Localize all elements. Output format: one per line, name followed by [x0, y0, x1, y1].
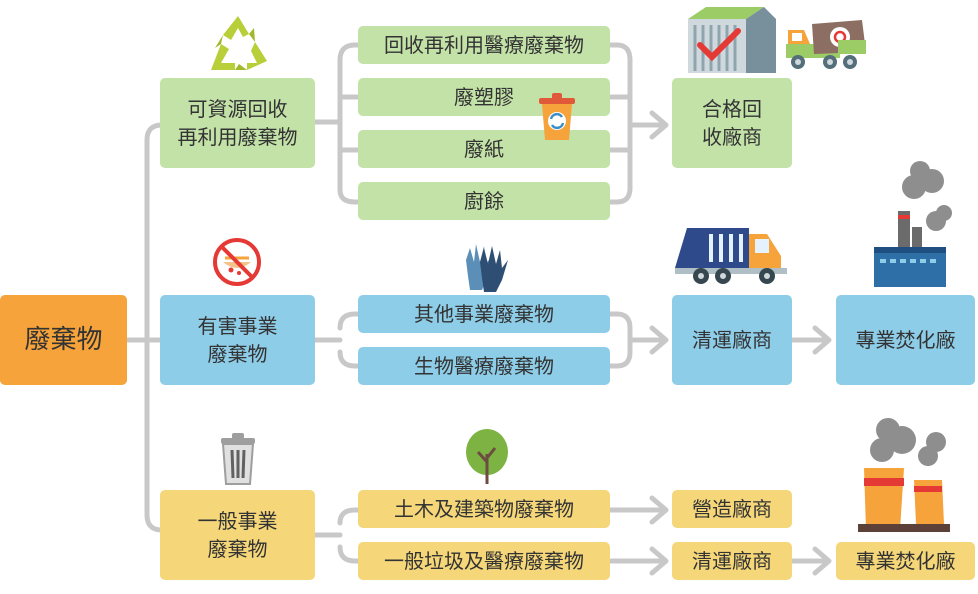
- recycle-icon: [211, 16, 267, 70]
- handler-hazardous-incinerator: 專業焚化廠: [836, 295, 975, 385]
- category-hazardous: 有害事業 廢棄物: [160, 295, 315, 385]
- hazardous-item: 其他事業廢棄物: [358, 295, 610, 333]
- root-waste-node: 廢棄物: [0, 295, 127, 385]
- general-item: 土木及建築物廢棄物: [358, 490, 610, 528]
- hazardous-item: 生物醫療廢棄物: [358, 347, 610, 385]
- garbage-truck-icon: [675, 228, 787, 284]
- handler-general-cleaner: 清運廠商: [672, 542, 792, 580]
- handler-construction: 營造廠商: [672, 490, 792, 528]
- recyclable-item: 回收再利用醫療廢棄物: [358, 26, 610, 64]
- waste-bin-icon: [221, 433, 255, 485]
- category-general: 一般事業 廢棄物: [160, 490, 315, 580]
- category-recyclable: 可資源回收 再利用廢棄物: [160, 78, 315, 168]
- handler-general-incinerator: 專業焚化廠: [836, 542, 975, 580]
- handler-recycler: 合格回 收廠商: [672, 78, 792, 168]
- gloves-icon: [466, 244, 508, 292]
- no-biohazard-icon: [213, 238, 261, 286]
- factory-chimney-icon: [874, 161, 952, 287]
- incinerator-icon: [858, 418, 950, 532]
- recycling-truck-icon: [786, 20, 866, 69]
- tree-icon: [466, 429, 508, 484]
- warehouse-icon: [688, 7, 776, 73]
- recyclable-item: 廚餘: [358, 182, 610, 220]
- trash-can-icon: [539, 93, 575, 140]
- handler-hazardous-cleaner: 清運廠商: [672, 295, 792, 385]
- general-item: 一般垃圾及醫療廢棄物: [358, 542, 610, 580]
